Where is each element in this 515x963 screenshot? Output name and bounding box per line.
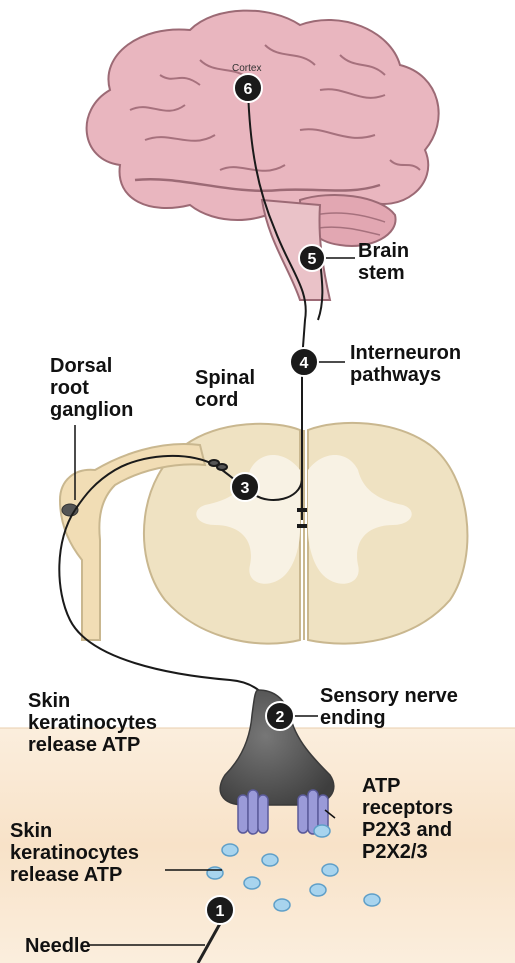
skin-release-lower-line3: release ATP <box>10 864 122 886</box>
skin-release-lower-line2: keratinocytes <box>10 842 139 864</box>
svg-text:5: 5 <box>308 251 317 268</box>
svg-text:4: 4 <box>300 355 309 372</box>
needle-label: Needle <box>25 935 91 957</box>
drg-label-line3: ganglion <box>50 399 133 421</box>
brain-stem-label-line1: Brain <box>358 240 409 262</box>
svg-text:3: 3 <box>241 480 250 497</box>
atp-receptors-label-line3: P2X3 and <box>362 819 452 841</box>
atp-receptors-label-line1: ATP <box>362 775 401 797</box>
sensory-nerve-label-line1: Sensory nerve <box>320 685 458 707</box>
interneuron-label-line1: Interneuron <box>350 342 461 364</box>
skin-release-upper-line1: Skin <box>28 690 70 712</box>
brain-stem-label-line2: stem <box>358 262 405 284</box>
svg-text:6: 6 <box>244 81 253 98</box>
step-badge-6: 6 <box>234 74 262 102</box>
spinal-cord-label-line2: cord <box>195 389 238 411</box>
interneuron-label-line2: pathways <box>350 364 441 386</box>
step-badge-4: 4 <box>290 348 318 376</box>
step-badge-5: 5 <box>299 245 325 271</box>
svg-text:1: 1 <box>216 903 225 920</box>
svg-text:2: 2 <box>276 709 285 726</box>
cortex-label: Cortex <box>232 63 261 75</box>
step-badge-1: 1 <box>206 896 234 924</box>
skin-release-lower-line1: Skin <box>10 820 52 842</box>
step-badge-2: 2 <box>266 702 294 730</box>
drg-label-line2: root <box>50 377 89 399</box>
sensory-nerve-label-line2: ending <box>320 707 386 729</box>
skin-release-upper-line3: release ATP <box>28 734 140 756</box>
step-badge-3: 3 <box>231 473 259 501</box>
drg-label-line1: Dorsal <box>50 355 112 377</box>
spinal-cord-label-line1: Spinal <box>195 367 255 389</box>
atp-receptors-label-line2: receptors <box>362 797 453 819</box>
skin-release-upper-line2: keratinocytes <box>28 712 157 734</box>
atp-receptor-left <box>238 790 268 834</box>
atp-receptors-label-line4: P2X2/3 <box>362 841 428 863</box>
